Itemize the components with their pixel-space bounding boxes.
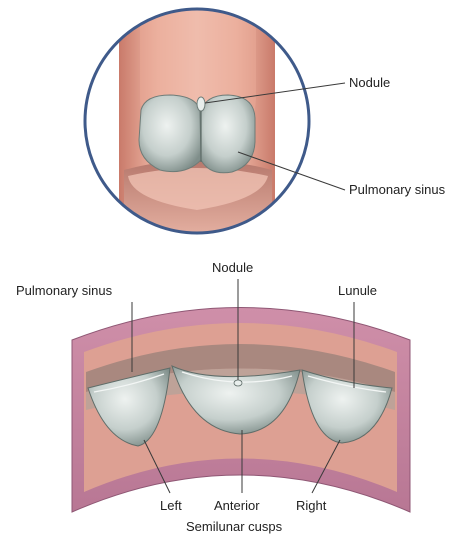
label-anterior: Anterior [214,498,260,513]
label-right: Right [296,498,327,513]
left-cusp [139,95,201,172]
label-pulmonary-sinus-bottom: Pulmonary sinus [16,283,113,298]
label-nodule-bottom: Nodule [212,260,253,275]
inset-view [85,0,309,250]
opened-valve-view [72,308,410,513]
label-left: Left [160,498,182,513]
label-lunule: Lunule [338,283,377,298]
label-semilunar-cusps: Semilunar cusps [186,519,283,534]
nodule [197,97,205,111]
right-cusp [201,95,255,173]
label-nodule-top: Nodule [349,75,390,90]
nodule-bottom-marker [234,380,242,386]
label-pulmonary-sinus-top: Pulmonary sinus [349,182,446,197]
